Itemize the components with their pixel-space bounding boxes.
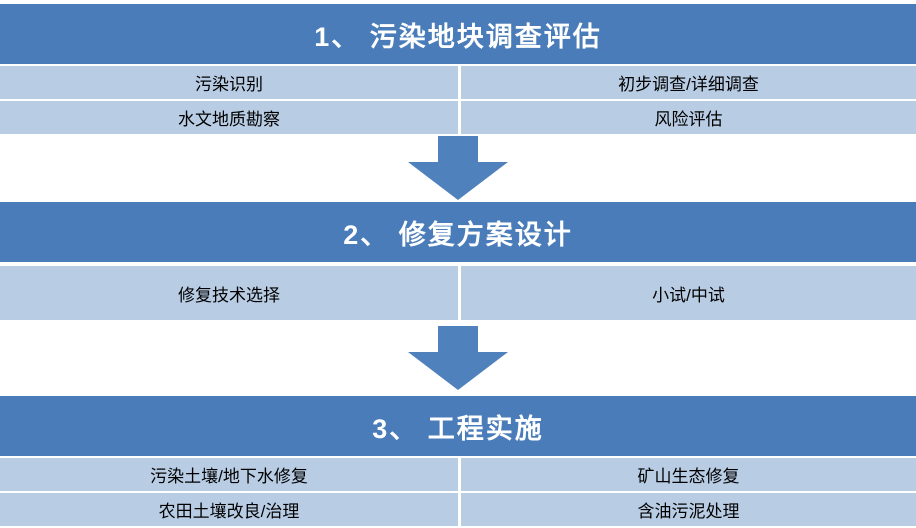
down-arrow-icon bbox=[408, 326, 508, 390]
stage-2-title: 2、 修复方案设计 bbox=[0, 202, 916, 262]
stage-1: 1、 污染地块调查评估 污染识别 初步调查/详细调查 水文地质勘察 风险评估 bbox=[0, 4, 916, 134]
stage-3-row-2: 农田土壤改良/治理 含油污泥处理 bbox=[0, 493, 916, 526]
stage-3-title: 3、 工程实施 bbox=[0, 396, 916, 456]
stage-3-row-1: 污染土壤/地下水修复 矿山生态修复 bbox=[0, 458, 916, 491]
down-arrow-icon bbox=[408, 136, 508, 200]
stage-item: 污染土壤/地下水修复 bbox=[150, 467, 308, 486]
stage-1-row-1: 污染识别 初步调查/详细调查 bbox=[0, 66, 916, 99]
stage-item: 矿山生态修复 bbox=[458, 458, 916, 491]
flow-connector-1 bbox=[0, 134, 916, 202]
flow-connector-2 bbox=[0, 320, 916, 396]
stage-item: 小试/中试 bbox=[458, 266, 916, 320]
stage-1-row-2: 水文地质勘察 风险评估 bbox=[0, 101, 916, 134]
stage-2: 2、 修复方案设计 修复技术选择 小试/中试 bbox=[0, 202, 916, 320]
stage-2-items: 修复技术选择 小试/中试 bbox=[0, 266, 916, 320]
stage-3-items: 污染土壤/地下水修复 矿山生态修复 农田土壤改良/治理 含油污泥处理 bbox=[0, 458, 916, 526]
stage-2-row-1: 修复技术选择 小试/中试 bbox=[0, 266, 916, 320]
stage-1-title: 1、 污染地块调查评估 bbox=[0, 4, 916, 64]
stage-item: 初步调查/详细调查 bbox=[458, 66, 916, 99]
stage-item: 农田土壤改良/治理 bbox=[158, 502, 300, 521]
stage-1-items: 污染识别 初步调查/详细调查 水文地质勘察 风险评估 bbox=[0, 66, 916, 134]
stage-item: 修复技术选择 bbox=[178, 285, 280, 305]
stage-item: 污染识别 bbox=[195, 75, 263, 94]
stage-item: 含油污泥处理 bbox=[458, 493, 916, 526]
stage-item: 风险评估 bbox=[458, 101, 916, 134]
stage-item: 水文地质勘察 bbox=[178, 110, 280, 129]
stage-3: 3、 工程实施 污染土壤/地下水修复 矿山生态修复 农田土壤改良/治理 含油污泥… bbox=[0, 396, 916, 526]
